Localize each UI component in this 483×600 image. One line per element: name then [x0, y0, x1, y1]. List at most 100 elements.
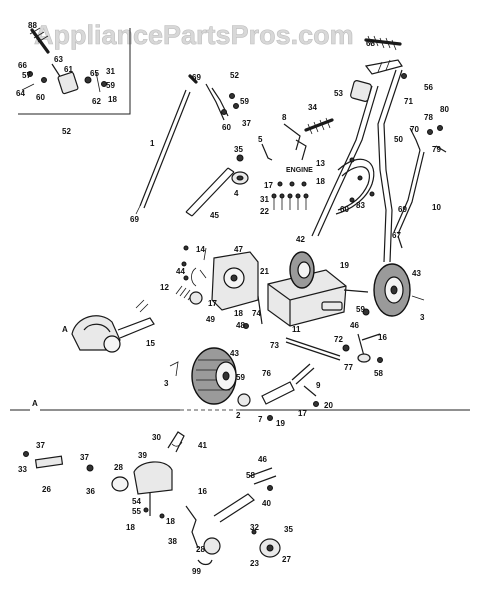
front-wheel — [191, 347, 237, 405]
rod-detail-assembly — [21, 27, 107, 95]
axle-and-shafts — [243, 295, 425, 363]
label-A2: A — [32, 399, 38, 408]
label-39: 39 — [138, 451, 147, 460]
watermark: AppliancePartsPros.com — [34, 20, 354, 50]
label-67: 67 — [392, 231, 401, 240]
label-10: 10 — [432, 203, 441, 212]
label-37c: 37 — [80, 453, 89, 462]
label-62: 62 — [92, 97, 101, 106]
label-A: A — [62, 325, 68, 334]
label-88: 88 — [28, 21, 37, 30]
label-18e: 18 — [166, 517, 175, 526]
label-3b: 3 — [164, 379, 169, 388]
label-16b: 16 — [198, 487, 207, 496]
label-22: 22 — [260, 207, 269, 216]
label-77: 77 — [344, 363, 353, 372]
label-18: 18 — [108, 95, 117, 104]
label-26: 26 — [42, 485, 51, 494]
label-63: 63 — [54, 55, 63, 64]
label-18d: 18 — [126, 523, 135, 532]
label-54: 54 — [132, 497, 141, 506]
label-71: 71 — [404, 97, 413, 106]
label-69b: 69 — [130, 215, 139, 224]
lower-linkage — [169, 361, 319, 421]
label-37: 37 — [242, 119, 251, 128]
label-8: 8 — [282, 113, 287, 122]
engine-label: ENGINE — [286, 167, 313, 174]
label-9: 9 — [316, 381, 321, 390]
label-72: 72 — [334, 335, 343, 344]
label-60b: 60 — [222, 123, 231, 132]
label-27: 27 — [282, 555, 291, 564]
rear-wheel-left — [289, 251, 315, 289]
label-28: 28 — [114, 463, 123, 472]
label-14: 14 — [196, 245, 205, 254]
edger-head-detail — [23, 431, 281, 566]
label-19: 19 — [340, 261, 349, 270]
rear-wheel-right — [373, 263, 411, 317]
label-23: 23 — [250, 559, 259, 568]
label-4: 4 — [234, 189, 239, 198]
label-52b: 52 — [230, 71, 239, 80]
label-15: 15 — [146, 339, 155, 348]
label-66: 66 — [18, 61, 27, 70]
label-19b: 19 — [276, 419, 285, 428]
label-7: 7 — [258, 415, 263, 424]
label-30: 30 — [152, 433, 161, 442]
pulley-belt — [185, 154, 249, 217]
label-1: 1 — [150, 139, 155, 148]
label-65: 65 — [90, 69, 99, 78]
main-frame — [267, 269, 369, 327]
label-18b: 18 — [316, 177, 325, 186]
label-45: 45 — [210, 211, 219, 220]
label-68: 68 — [366, 39, 375, 48]
label-64: 64 — [16, 89, 25, 98]
label-38: 38 — [168, 537, 177, 546]
label-34: 34 — [308, 103, 317, 112]
label-13: 13 — [316, 159, 325, 168]
label-59d: 59 — [236, 373, 245, 382]
label-11: 11 — [292, 325, 301, 334]
label-50: 50 — [394, 135, 403, 144]
label-70: 70 — [410, 125, 419, 134]
hardware-group — [271, 181, 309, 210]
label-41: 41 — [198, 441, 207, 450]
label-58b: 58 — [246, 471, 255, 480]
label-47: 47 — [234, 245, 243, 254]
label-28b: 28 — [196, 545, 205, 554]
label-46: 46 — [350, 321, 359, 330]
label-35: 35 — [234, 145, 243, 154]
label-59: 59 — [106, 81, 115, 90]
label-60c: 60 — [340, 205, 349, 214]
label-36: 36 — [86, 487, 95, 496]
label-60: 60 — [36, 93, 45, 102]
label-61: 61 — [64, 65, 73, 74]
label-69: 69 — [192, 73, 201, 82]
label-80: 80 — [440, 105, 449, 114]
label-43b: 43 — [230, 349, 239, 358]
label-17b: 17 — [208, 299, 217, 308]
label-83: 83 — [356, 201, 365, 210]
label-76: 76 — [262, 369, 271, 378]
label-20: 20 — [324, 401, 333, 410]
label-3: 3 — [420, 313, 425, 322]
label-40: 40 — [262, 499, 271, 508]
label-2: 2 — [236, 411, 241, 420]
control-lever — [188, 74, 239, 121]
label-59b: 59 — [240, 97, 249, 106]
label-52: 52 — [62, 127, 71, 136]
label-5: 5 — [258, 135, 263, 144]
inset-frame-top-left — [18, 28, 131, 115]
label-16: 16 — [378, 333, 387, 342]
label-21: 21 — [260, 267, 269, 276]
label-42: 42 — [296, 235, 305, 244]
label-74: 74 — [252, 309, 261, 318]
spring-assembly — [175, 245, 203, 305]
blade-guard-assembly — [71, 299, 155, 353]
label-44: 44 — [176, 267, 185, 276]
label-17: 17 — [264, 181, 273, 190]
drive-housing — [191, 247, 259, 311]
throttle-rod — [135, 89, 191, 215]
label-17c: 17 — [298, 409, 307, 418]
